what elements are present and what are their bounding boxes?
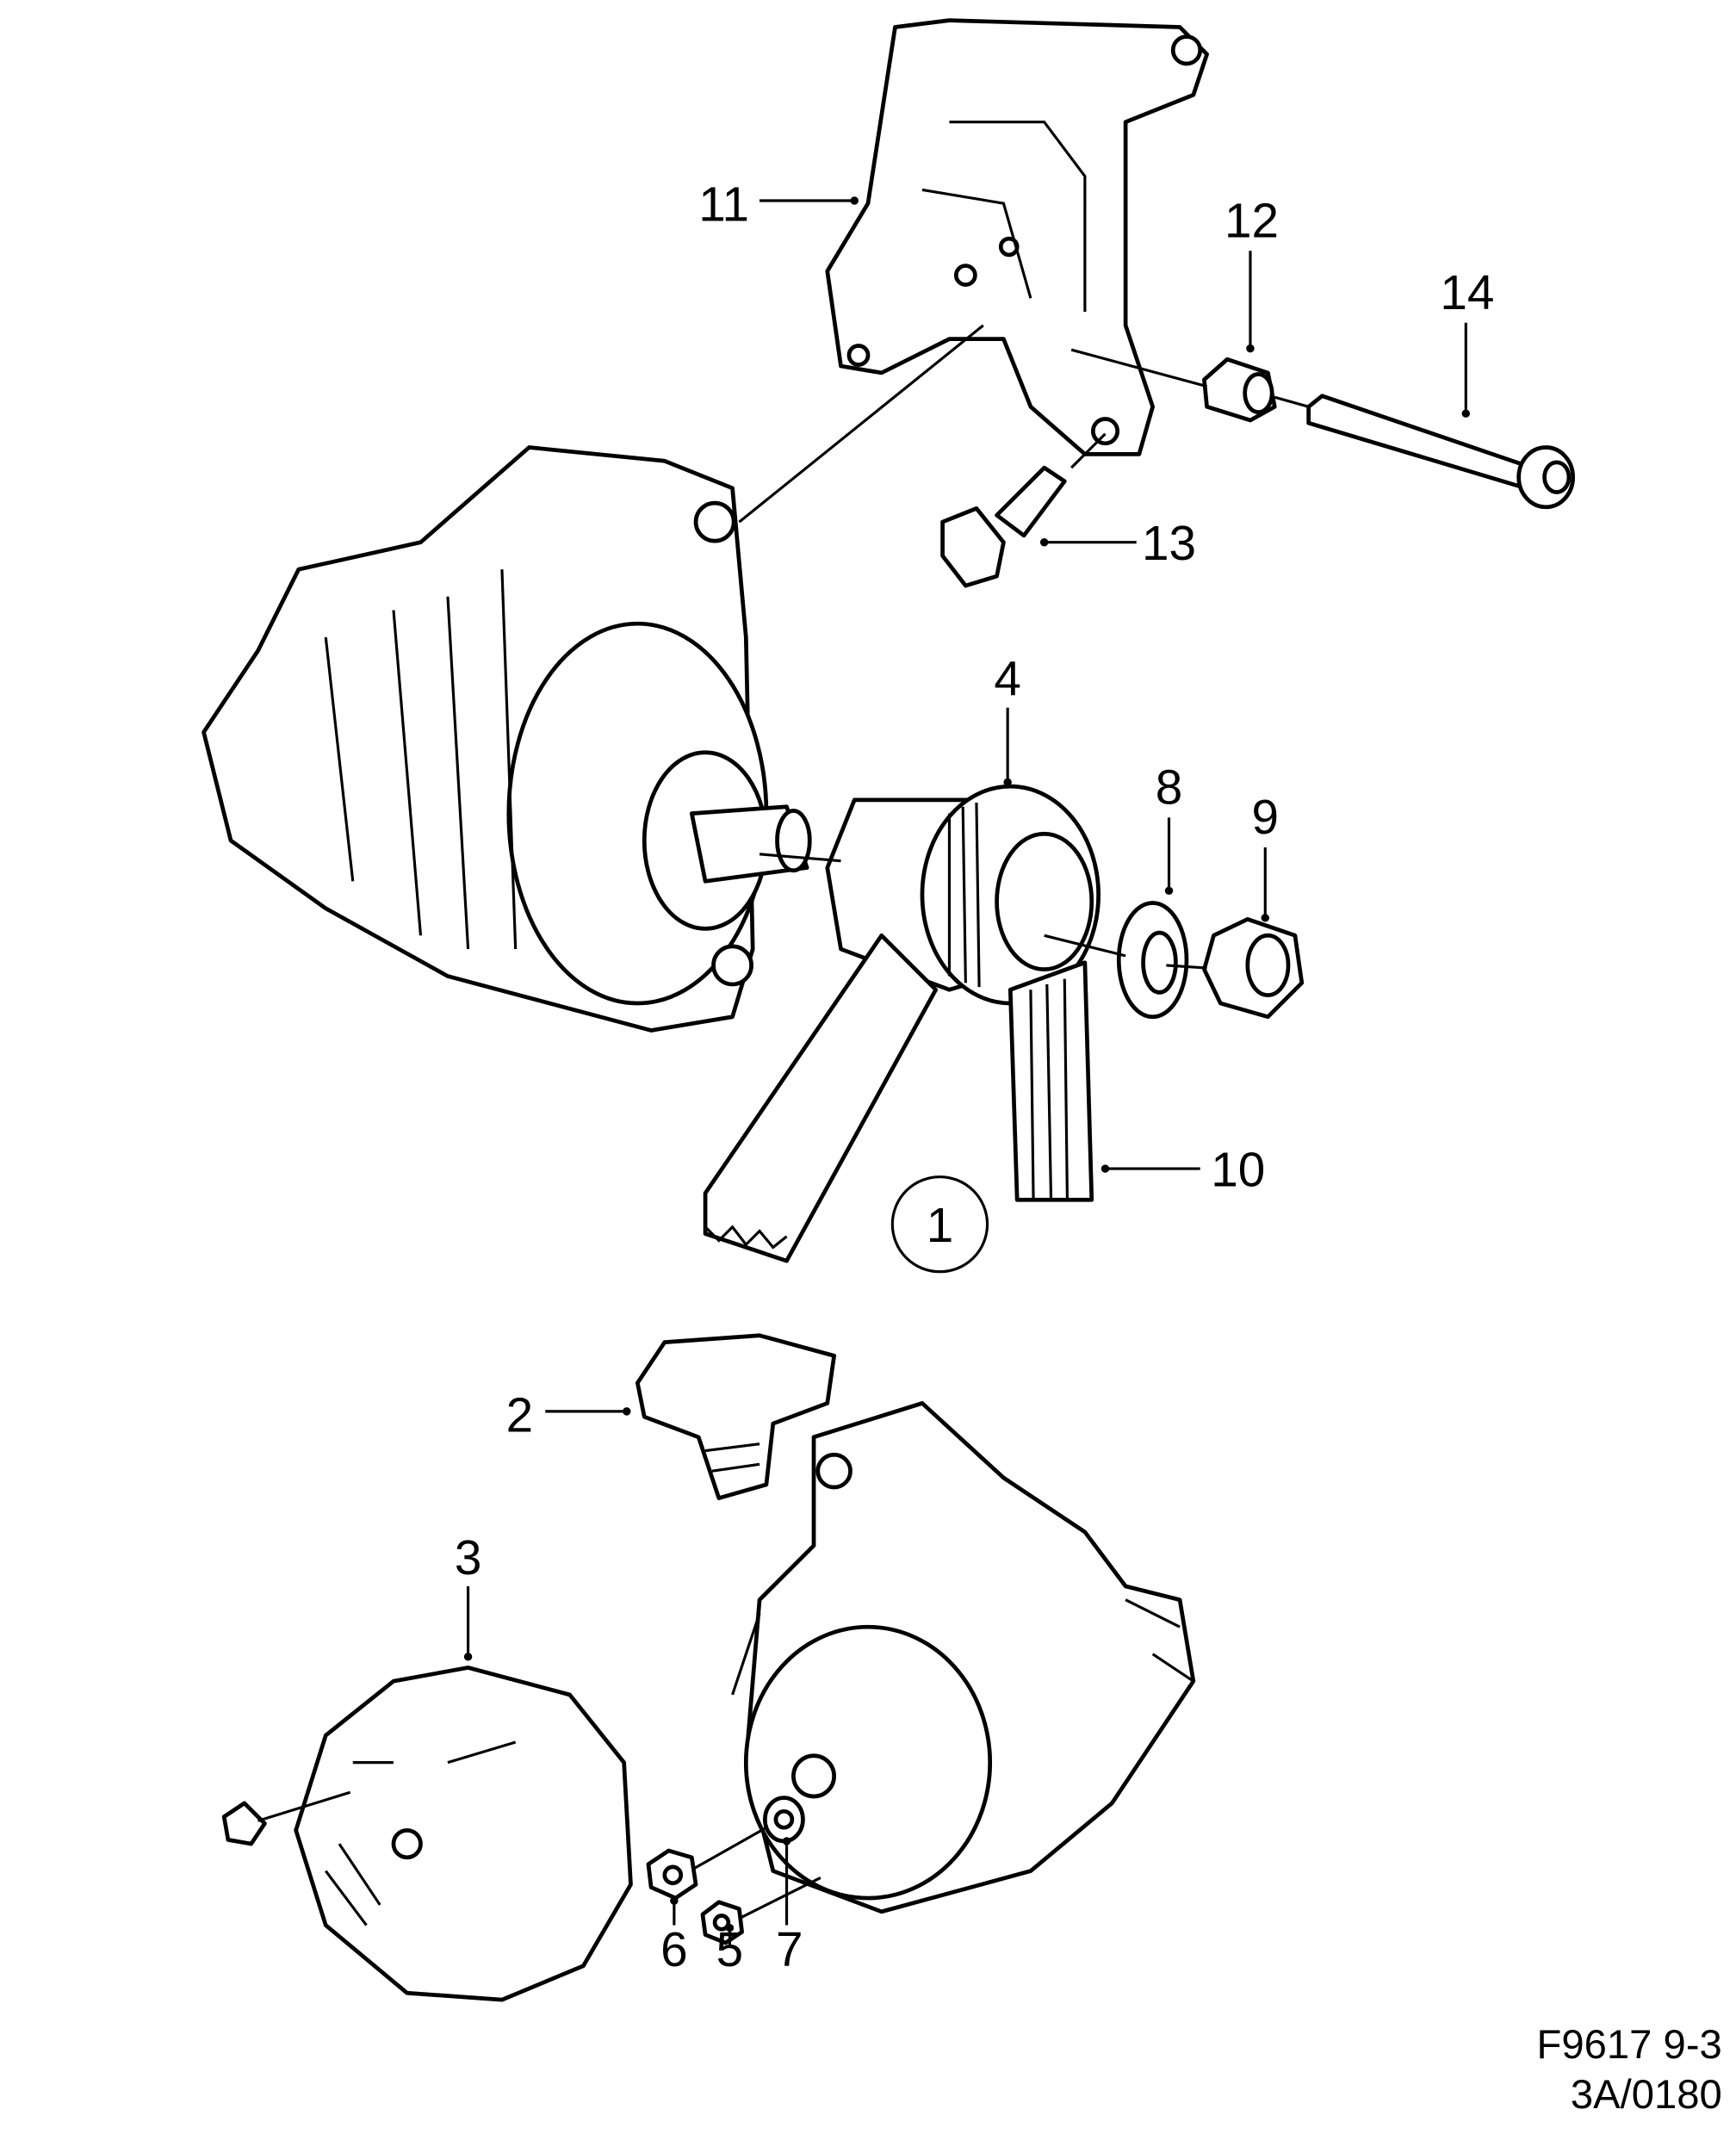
part-alternator-lower xyxy=(731,1401,1196,1914)
part-bracket xyxy=(825,18,1209,456)
callout-10: 10 xyxy=(1100,1144,1265,1198)
svg-text:3: 3 xyxy=(455,1531,482,1585)
part-long-bolt xyxy=(1306,394,1576,510)
svg-text:2: 2 xyxy=(506,1388,534,1442)
callout-4: 4 xyxy=(994,653,1021,787)
part-nut xyxy=(1202,917,1305,1020)
part-voltage-regulator xyxy=(636,1333,837,1500)
callout-3: 3 xyxy=(455,1531,482,1661)
callout-6: 6 xyxy=(660,1896,688,1977)
callout-1-circled: 1 xyxy=(890,1175,989,1274)
part-flange-bolt xyxy=(940,465,1067,588)
callout-13: 13 xyxy=(1039,517,1196,571)
svg-text:8: 8 xyxy=(1156,761,1183,816)
part-cover-screw xyxy=(221,1790,351,1846)
svg-text:14: 14 xyxy=(1440,266,1494,320)
svg-text:6: 6 xyxy=(660,1923,688,1977)
figure-reference: 3A/0180 xyxy=(1571,2072,1722,2118)
callout-2: 2 xyxy=(506,1388,631,1442)
part-belt xyxy=(703,933,1094,1263)
svg-text:7: 7 xyxy=(776,1923,803,1977)
callout-5: 5 xyxy=(716,1923,744,1977)
svg-text:12: 12 xyxy=(1224,195,1279,249)
callout-11: 11 xyxy=(698,178,859,233)
callout-7: 7 xyxy=(776,1837,803,1977)
part-insulating-washer-7 xyxy=(762,1796,805,1844)
part-pulley xyxy=(825,784,1100,1006)
callout-9: 9 xyxy=(1252,791,1280,922)
svg-text:11: 11 xyxy=(698,178,749,233)
svg-text:1: 1 xyxy=(927,1199,954,1253)
callout-8: 8 xyxy=(1156,761,1183,896)
part-washer xyxy=(1116,901,1189,1020)
figure-code: F9617 9-3 xyxy=(1537,2022,1722,2068)
part-spacer xyxy=(1202,357,1277,423)
part-nut-5 xyxy=(700,1900,744,1945)
callout-14: 14 xyxy=(1440,266,1494,418)
part-alternator-upper xyxy=(202,445,812,1033)
part-nut-6 xyxy=(646,1848,698,1901)
svg-text:13: 13 xyxy=(1142,517,1196,571)
figure-caption: F9617 9-3 3A/0180 xyxy=(1537,2022,1722,2118)
svg-text:4: 4 xyxy=(994,653,1021,707)
svg-text:10: 10 xyxy=(1211,1144,1265,1198)
part-rear-cover xyxy=(294,1666,633,2002)
callout-12: 12 xyxy=(1224,195,1279,353)
svg-text:9: 9 xyxy=(1252,791,1280,845)
